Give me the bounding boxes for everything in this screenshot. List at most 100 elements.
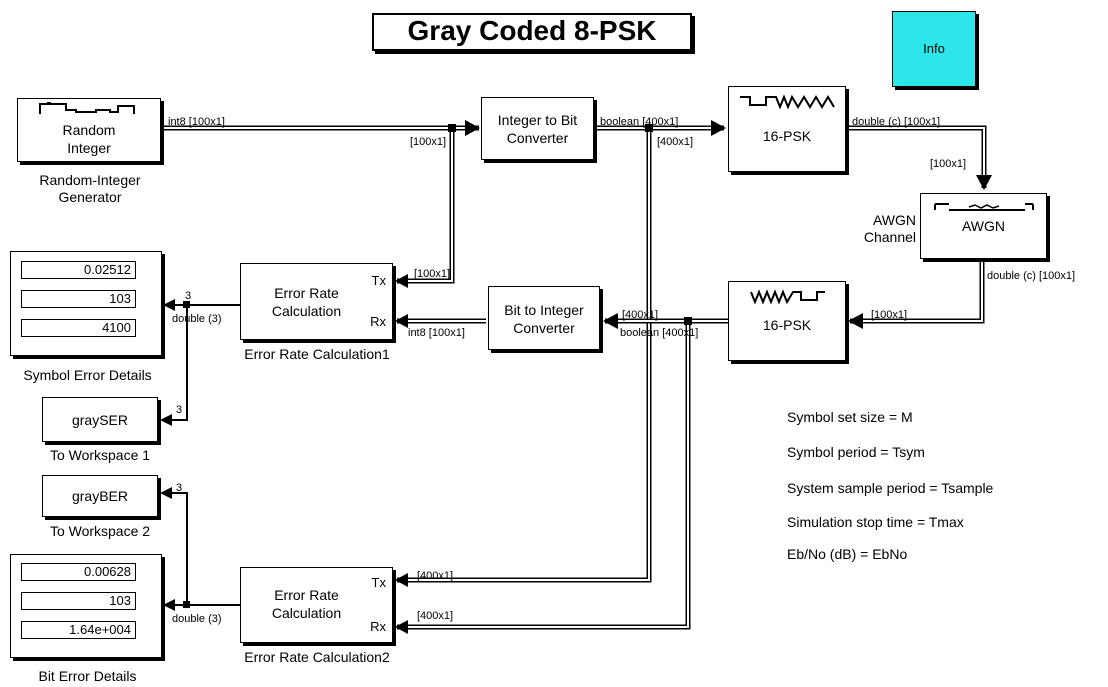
psk-waveform-icon (740, 94, 835, 109)
psk-modulator-label: 16-PSK (762, 128, 812, 144)
error-rate-1-rx-port: Rx (370, 314, 386, 329)
signal-label-dim-100-demod: [100x1] (871, 309, 908, 321)
psk-demodulator-label: 16-PSK (762, 317, 812, 333)
bit-error-count-value: 103 (21, 592, 136, 610)
error-rate-2-rx-port: Rx (370, 619, 386, 634)
diagram-title: Gray Coded 8-PSK (372, 13, 692, 51)
symbol-error-rate-value: 0.02512 (21, 261, 136, 279)
signal-label-dim-400-demod: [400x1] (622, 309, 659, 321)
arrow-err1-rx (395, 314, 408, 328)
symbol-error-caption: Symbol Error Details (23, 367, 152, 383)
branch-point (645, 124, 653, 132)
bit-error-rate-value: 0.00628 (21, 563, 136, 581)
info-label: Info (923, 41, 945, 56)
signal-label-dim-100: [100x1] (410, 136, 447, 148)
branch-point (448, 124, 456, 132)
wire-tx1-branch (397, 128, 455, 284)
arrow-bit2int-in (603, 313, 618, 329)
int-to-bit-block[interactable]: Integer to Bit Converter (481, 97, 594, 160)
arrow-ws2 (160, 487, 172, 499)
note-symbol-period: Symbol period = Tsym (787, 444, 925, 460)
to-workspace-1-label: graySER (71, 412, 129, 428)
signal-label-three-a: 3 (185, 290, 192, 302)
awgn-caption-1: AWGN (872, 212, 916, 228)
to-workspace-1-block[interactable]: graySER (42, 397, 158, 442)
signal-label-dim-400: [400x1] (657, 136, 694, 148)
info-button[interactable]: Info (892, 11, 976, 87)
random-integer-icon (39, 102, 135, 114)
arrow-awgn-in (976, 175, 992, 190)
signal-label-dim-400-rx2: [400x1] (417, 610, 454, 622)
awgn-caption-2: Channel (863, 229, 916, 245)
random-integer-caption-2: Generator (58, 189, 122, 205)
bit-to-int-label-2: Converter (513, 320, 575, 336)
int-to-bit-label-1: Integer to Bit (497, 112, 578, 128)
wire-rx2-branch (397, 321, 691, 630)
signal-label-three-c: 3 (176, 482, 183, 494)
to-workspace-2-label: grayBER (71, 488, 129, 504)
bit-to-int-block[interactable]: Bit to Integer Converter (488, 286, 600, 350)
note-symbol-set-size: Symbol set size = M (787, 409, 913, 425)
bit-to-int-label-1: Bit to Integer (504, 302, 584, 318)
bit-error-caption: Bit Error Details (38, 668, 137, 684)
arrow-demod-in (848, 313, 863, 329)
wire-psk-awgn (846, 125, 987, 188)
arrow-bit-display (163, 599, 175, 611)
error-rate-2-label-2: Calculation (271, 605, 342, 621)
arrow-sym-display (163, 299, 175, 311)
symbol-total-value: 4100 (21, 319, 136, 337)
arrow-int2bit-in (465, 120, 480, 136)
signal-label-bool-400-demod: boolean [400x1] (620, 327, 699, 339)
error-rate-1-label-2: Calculation (271, 303, 342, 319)
psk-modulator-block[interactable]: 16-PSK (728, 86, 846, 172)
to-workspace-1-caption: To Workspace 1 (49, 447, 151, 463)
error-rate-2-label-1: Error Rate (274, 587, 339, 603)
symbol-error-count-value: 103 (21, 290, 136, 308)
signal-label-int8-100-rx: int8 [100x1] (408, 327, 465, 339)
bit-error-display[interactable]: 0.00628 103 1.64e+004 (10, 554, 162, 658)
error-rate-1-tx-port: Tx (371, 273, 386, 288)
random-integer-block[interactable]: Random Integer (17, 98, 161, 162)
signal-label-bool-400: boolean [400x1] (600, 116, 679, 128)
signal-label-double3-a: double (3) (172, 313, 222, 325)
signal-label-double-c-100-out: double (c) [100x1] (987, 270, 1076, 282)
symbol-error-display[interactable]: 0.02512 103 4100 (10, 251, 162, 356)
arrow-psk-in (711, 120, 726, 136)
error-rate-1-caption: Error Rate Calculation1 (244, 346, 390, 362)
error-rate-2-caption: Error Rate Calculation2 (244, 649, 390, 665)
awgn-label: AWGN (961, 218, 1006, 234)
to-workspace-2-caption: To Workspace 2 (49, 523, 151, 539)
signal-label-three-b: 3 (176, 404, 183, 416)
awgn-block[interactable]: AWGN (920, 193, 1047, 259)
error-rate-1-block[interactable]: Error Rate Calculation Tx Rx (240, 263, 393, 340)
signal-label-double3-b: double (3) (172, 613, 222, 625)
bit-total-value: 1.64e+004 (21, 621, 136, 639)
to-workspace-2-block[interactable]: grayBER (42, 475, 158, 517)
wire-err2-ws (162, 492, 188, 605)
signal-label-int8-100: int8 [100x1] (168, 116, 225, 128)
note-sample-period: System sample period = Tsample (787, 480, 994, 496)
signal-label-dim-100-tx: [100x1] (414, 268, 451, 280)
arrow-ws1 (160, 414, 172, 426)
wire-awgn-demod (850, 260, 985, 324)
int-to-bit-label-2: Converter (506, 130, 569, 146)
note-ebno: Eb/No (dB) = EbNo (787, 546, 908, 562)
error-rate-2-tx-port: Tx (371, 575, 386, 590)
awgn-icon (934, 203, 1034, 211)
psk-demodulator-block[interactable]: 16-PSK (728, 281, 846, 361)
branch-point (684, 317, 692, 325)
branch-point (183, 601, 190, 608)
error-rate-2-block[interactable]: Error Rate Calculation Tx Rx (240, 567, 393, 643)
note-stop-time: Simulation stop time = Tmax (787, 514, 964, 530)
signal-label-dim-400-tx2: [400x1] (417, 570, 454, 582)
branch-point (183, 301, 190, 308)
wire-tx2-branch (397, 128, 652, 583)
arrow-err2-rx (395, 620, 408, 634)
psk-demod-waveform-icon (750, 289, 825, 304)
random-integer-caption-1: Random-Integer (39, 172, 141, 188)
signal-label-dim-100-awgn: [100x1] (930, 158, 967, 170)
arrow-err2-tx (395, 573, 408, 587)
error-rate-1-label-1: Error Rate (274, 285, 339, 301)
random-integer-label-1: Random (62, 122, 116, 138)
